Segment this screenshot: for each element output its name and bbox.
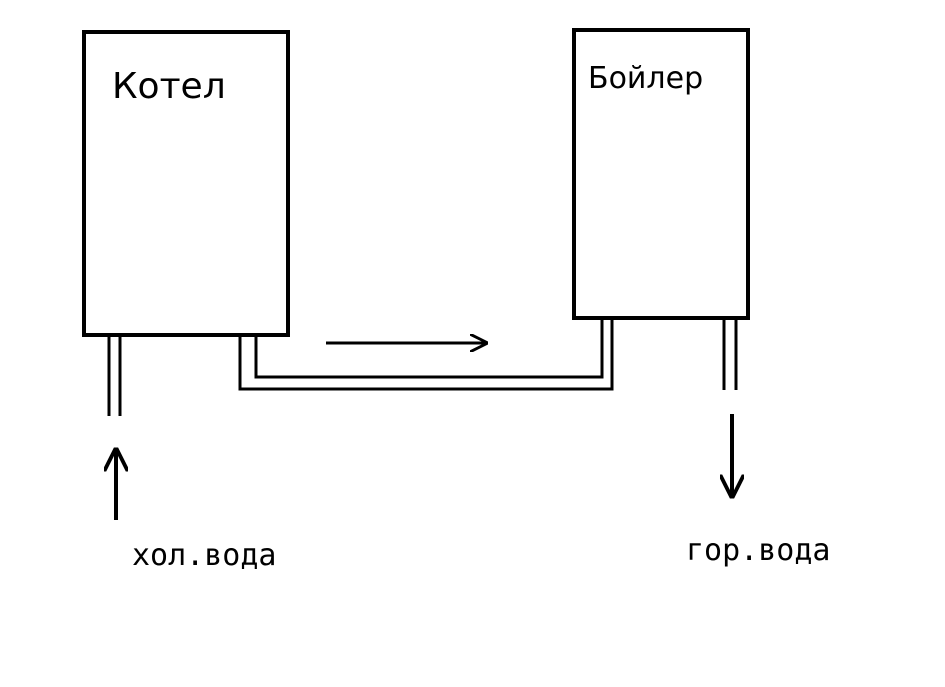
boiler-label: Бойлер [588,61,703,96]
kotel-label: Котел [112,66,226,107]
hot-water-label: гор.вода [686,533,831,568]
connecting-pipe [238,319,614,391]
cold-water-label: хол.вода [132,538,277,573]
kotel-box [82,30,290,337]
hot-outlet-pipe [722,319,738,390]
boiler-box [572,28,750,320]
cold-inlet-pipe [107,337,122,416]
